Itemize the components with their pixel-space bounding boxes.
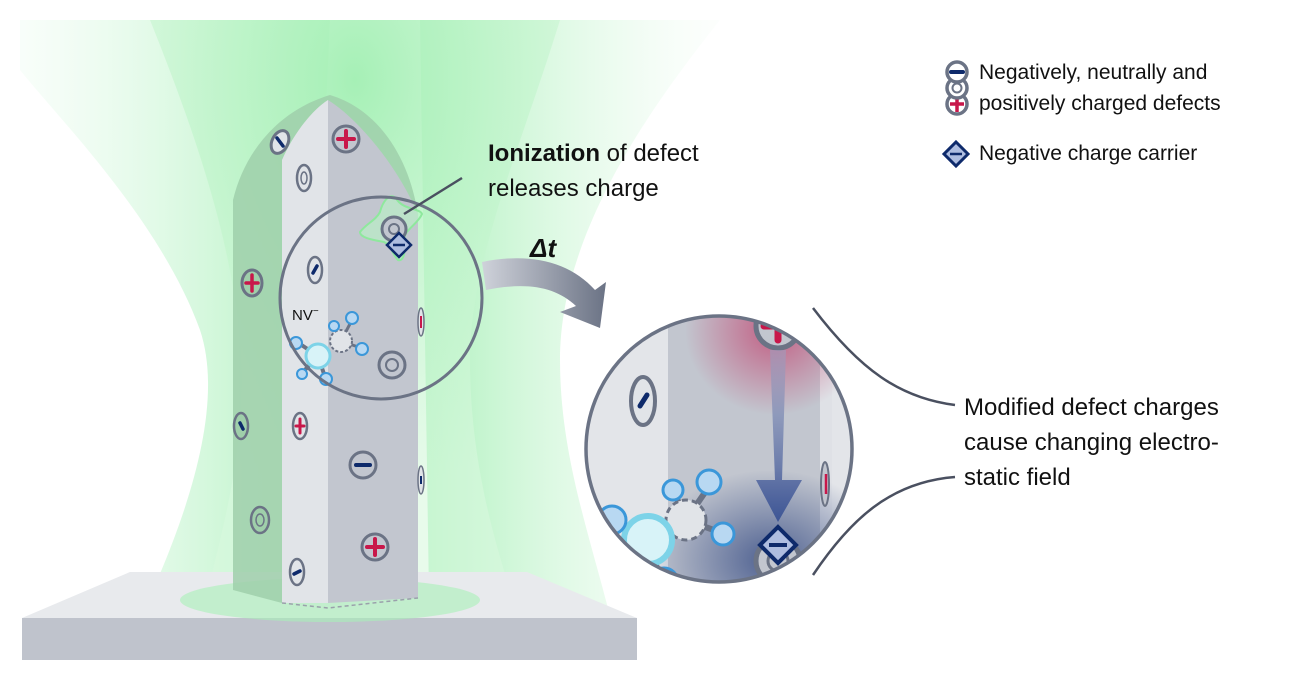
field-callout-line-top [812, 307, 956, 407]
nv-label: NV− [292, 306, 319, 324]
ionization-bold: Ionization [488, 140, 600, 167]
field-label-line2: cause changing electro- [964, 429, 1219, 456]
nitrogen-atom-icon [304, 342, 332, 370]
positive-defect-icon [240, 268, 264, 298]
legend-defects-icon [945, 60, 969, 116]
negative-defect-icon [306, 255, 324, 285]
negative-defect-icon [232, 411, 250, 441]
magnifier-ring-small [278, 195, 484, 401]
magnifier-ring-large [584, 314, 854, 584]
nv-center-molecule [289, 311, 369, 386]
legend-carrier-icon [941, 139, 971, 169]
vacancy-icon [329, 329, 353, 353]
negative-defect-icon [348, 450, 378, 480]
field-callout-line-bottom [811, 475, 956, 576]
zoomed-view [586, 316, 852, 582]
field-label-line3: static field [964, 464, 1071, 491]
pillar-defects [232, 124, 425, 587]
positive-defect-icon [331, 124, 361, 154]
field-label-line1: Modified defect charges [964, 394, 1219, 421]
time-arrow [482, 258, 606, 328]
ionization-callout-line [403, 176, 463, 216]
negative-defect-icon [288, 557, 306, 587]
nv-label-charge: − [312, 306, 319, 317]
positive-defect-icon [820, 461, 830, 507]
nv-label-text: NV [292, 307, 313, 324]
neutral-defect-icon [377, 350, 407, 380]
negative-defect-icon [269, 129, 291, 155]
charge-carrier-icon [757, 524, 799, 566]
negative-defect-icon [629, 375, 657, 427]
negative-defect-icon [417, 465, 425, 495]
legend-defects-line2: positively charged defects [979, 92, 1221, 115]
legend-carrier-label: Negative charge carrier [979, 142, 1198, 165]
ionization-label: Ionization of defect [488, 138, 699, 170]
neutral-defect-icon [249, 505, 271, 535]
positive-defect-icon [753, 316, 803, 351]
ionization-label-line2: releases charge [488, 175, 659, 202]
time-step-label: Δt [530, 233, 557, 263]
charge-carrier-icon [385, 231, 413, 259]
positive-defect-icon [360, 532, 390, 562]
field-arrow [756, 350, 802, 522]
legend-defects-line1: Negatively, neutrally and [979, 61, 1208, 84]
positive-defect-icon [291, 411, 309, 441]
positive-defect-icon [417, 307, 425, 337]
neutral-defect-icon [295, 163, 313, 193]
ionization-rest: of defect [599, 140, 699, 167]
